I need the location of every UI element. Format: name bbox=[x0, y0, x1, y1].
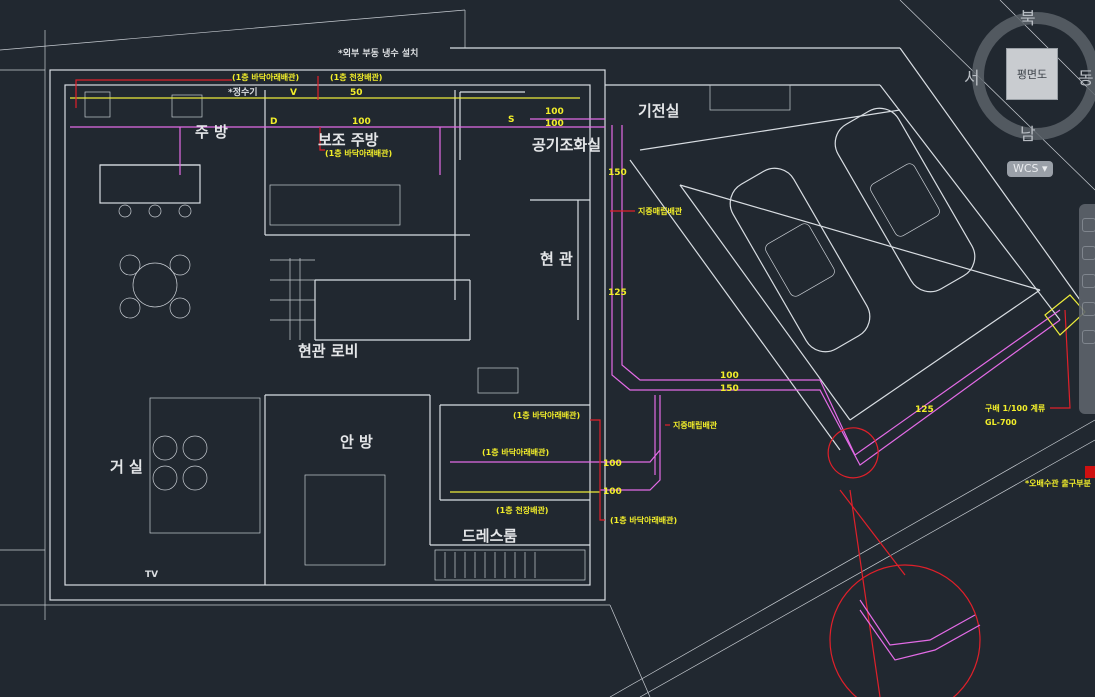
viewcube-face-top[interactable]: 평면도 bbox=[1006, 48, 1058, 100]
dim-text: 150 bbox=[608, 168, 627, 178]
compass-east[interactable]: 동 bbox=[1078, 69, 1094, 89]
pipe-label-v: V bbox=[290, 88, 297, 98]
note-drain: *오배수관 출구부분 bbox=[1025, 478, 1091, 488]
dim-text: 100 bbox=[603, 487, 622, 497]
wcs-label: WCS bbox=[1013, 162, 1039, 175]
note-under-floor: (1층 바닥아래배관) bbox=[482, 447, 549, 457]
compass-south[interactable]: 남 bbox=[1020, 125, 1036, 145]
note-under-floor: (1층 바닥아래배관) bbox=[232, 72, 299, 82]
note-outdoor-faucet: *외부 부동 냉수 설치 bbox=[338, 47, 418, 59]
dim-text: 50 bbox=[350, 88, 363, 98]
room-label-entrance: 현 관 bbox=[540, 250, 573, 268]
room-labels: 주 방 보조 주방 공기조화실 기전실 현 관 현관 로비 안 방 거 실 드레… bbox=[110, 102, 679, 545]
piping bbox=[70, 76, 1086, 697]
compass-west[interactable]: 서 bbox=[964, 69, 980, 89]
dim-text: 125 bbox=[608, 288, 627, 298]
room-label-kitchen: 주 방 bbox=[195, 123, 228, 141]
dim-text: 100 bbox=[545, 119, 564, 129]
zoom-icon[interactable] bbox=[1082, 274, 1095, 288]
orbit-icon[interactable] bbox=[1082, 302, 1095, 316]
compass-north[interactable]: 북 bbox=[1020, 9, 1036, 29]
furniture bbox=[84, 91, 976, 578]
pipe-label-d: D bbox=[270, 117, 277, 127]
note-under-floor: (1층 바닥아래배관) bbox=[513, 410, 580, 420]
pipe-label-s: S bbox=[508, 115, 514, 125]
viewcube[interactable]: 평면도 북 남 동 서 bbox=[964, 9, 1095, 145]
walls bbox=[49, 47, 1081, 601]
note-ceiling: (1층 천장배관) bbox=[496, 505, 548, 515]
room-label-air-room: 공기조화실 bbox=[532, 136, 601, 154]
room-label-master-bedroom: 안 방 bbox=[340, 433, 373, 451]
dim-text: 125 bbox=[915, 405, 934, 415]
showmotion-icon[interactable] bbox=[1082, 330, 1095, 344]
wcs-dropdown[interactable]: WCS ▾ bbox=[1007, 161, 1053, 177]
room-label-living-room: 거 실 bbox=[110, 458, 143, 476]
tv-label: TV bbox=[145, 570, 158, 580]
car-2 bbox=[834, 107, 976, 293]
annotations: *외부 부동 냉수 설치 (1층 바닥아래배관) (1층 천장배관) *정수기 … bbox=[145, 47, 1095, 580]
room-label-sub-kitchen: 보조 주방 bbox=[318, 131, 379, 149]
stairs bbox=[270, 258, 315, 340]
note-gl: GL-700 bbox=[985, 418, 1017, 427]
room-label-dress-room: 드레스룸 bbox=[462, 527, 517, 545]
room-label-machine-room: 기전실 bbox=[638, 102, 679, 120]
dim-text: 100 bbox=[603, 459, 622, 469]
note-under-floor: (1층 바닥아래배관) bbox=[610, 515, 677, 525]
note-slope: 구배 1/100 계류 bbox=[985, 403, 1046, 413]
dim-text: 150 bbox=[720, 384, 739, 394]
navigation-bar[interactable] bbox=[1079, 204, 1095, 414]
dim-text: 100 bbox=[545, 107, 564, 117]
note-ceiling: (1층 천장배관) bbox=[330, 72, 382, 82]
steering-wheel-icon[interactable] bbox=[1082, 218, 1095, 232]
dim-text: 100 bbox=[352, 117, 371, 127]
note-buried: 지중매립배관 bbox=[638, 206, 683, 216]
note-buried: 지중매립배관 bbox=[673, 420, 718, 430]
dim-text: 100 bbox=[720, 371, 739, 381]
pan-hand-icon[interactable] bbox=[1082, 246, 1095, 260]
dimensions: 50 100 100 100 150 125 100 150 100 100 1… bbox=[270, 88, 934, 497]
car-1 bbox=[729, 167, 871, 353]
note-under-floor: (1층 바닥아래배관) bbox=[325, 148, 392, 158]
red-marker bbox=[1085, 466, 1095, 478]
room-label-lobby: 현관 로비 bbox=[298, 342, 358, 360]
note-water-purifier: *정수기 bbox=[228, 86, 258, 98]
closet-hangers bbox=[444, 552, 536, 578]
